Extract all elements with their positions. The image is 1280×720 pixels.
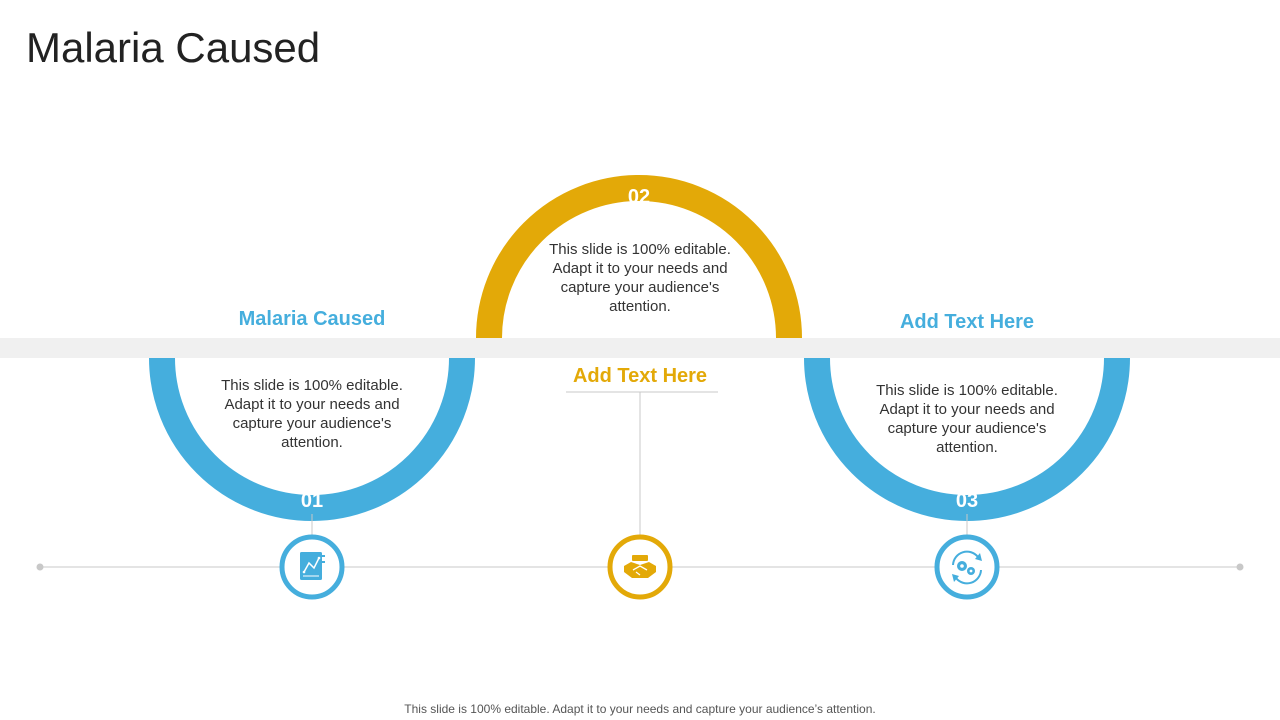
handshake-icon [624, 555, 656, 578]
slide-title: Malaria Caused [26, 24, 321, 71]
timeline-start-dot [36, 563, 44, 571]
step-2-number: 02 [627, 186, 651, 208]
center-band [0, 338, 1280, 358]
timeline-end-dot [1236, 563, 1244, 571]
step-2-description: This slide is 100% editable. Adapt it to… [549, 241, 731, 315]
document-chart-icon [300, 552, 325, 580]
gears-cycle-icon [952, 550, 982, 585]
footer-note: This slide is 100% editable. Adapt it to… [404, 702, 876, 716]
step-2-arc [476, 175, 802, 339]
step-2-heading: Add Text Here [572, 365, 708, 387]
step-1-description: This slide is 100% editable. Adapt it to… [221, 377, 403, 451]
step-3-icon-ring [934, 534, 1000, 600]
step-1-number: 01 [300, 490, 324, 512]
step-3-arc [804, 357, 1130, 521]
step-1-arc [149, 357, 475, 521]
step-3-description: This slide is 100% editable. Adapt it to… [876, 382, 1058, 456]
step-1-heading: Malaria Caused [238, 308, 386, 330]
step-3-heading: Add Text Here [899, 311, 1035, 333]
step-3-number: 03 [955, 490, 979, 512]
